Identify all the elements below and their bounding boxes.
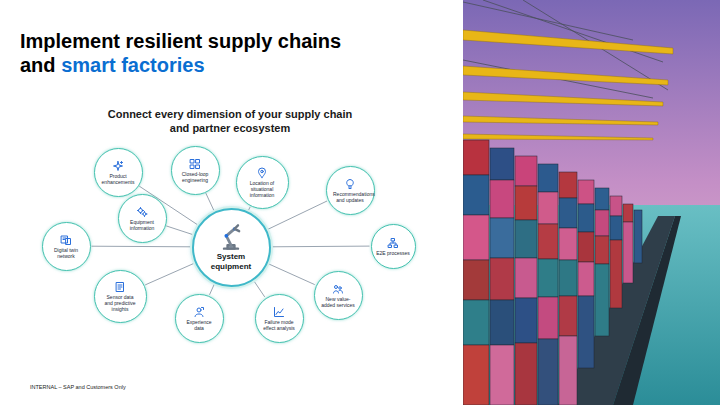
connector-line xyxy=(206,193,214,210)
spoke-circle: Digital twin network xyxy=(42,222,91,271)
hub-label: System equipment xyxy=(204,252,258,271)
node-content: Failure mode effect analysis xyxy=(262,306,296,331)
spoke-label: New value-added services xyxy=(321,296,355,308)
node-icon xyxy=(60,234,72,246)
spoke-label: Experience data xyxy=(182,319,216,331)
spoke-label: Product enhancements xyxy=(101,173,135,185)
spoke-label: Failure mode effect analysis xyxy=(262,319,296,331)
connector-line xyxy=(145,263,194,285)
hub-circle: System equipment xyxy=(192,208,271,287)
spoke-label: Equipment information xyxy=(125,219,159,231)
connector-line xyxy=(268,264,315,285)
spoke-circle: E2E processes xyxy=(371,224,416,269)
node-icon xyxy=(217,223,245,251)
spoke-circle: Experience data xyxy=(175,294,224,343)
node-content: Sensor data and predictive insights xyxy=(103,281,137,312)
spoke-label: E2E processes xyxy=(376,250,410,256)
node-content: E2E processes xyxy=(376,237,410,256)
connector-line xyxy=(166,226,192,235)
connector-line xyxy=(268,201,328,230)
node-content: Digital twin network xyxy=(49,234,83,259)
title-highlight: smart factories xyxy=(61,54,204,76)
node-icon xyxy=(112,160,124,172)
node-icon xyxy=(114,281,126,293)
node-icon xyxy=(189,158,201,170)
spoke-circle: Sensor data and predictive insights xyxy=(94,270,147,323)
node-content: Location of situational information xyxy=(245,167,279,198)
connector-line xyxy=(248,207,250,211)
connector-line xyxy=(254,281,265,297)
spoke-label: Recommendations and updates xyxy=(333,191,367,203)
spoke-circle: Closed-loop engineering xyxy=(171,146,220,195)
spoke-label: Sensor data and predictive insights xyxy=(103,294,137,312)
node-content: System equipment xyxy=(204,223,258,271)
spoke-circle: Failure mode effect analysis xyxy=(255,294,304,343)
node-content: Equipment information xyxy=(125,206,159,231)
diagram-subtitle: Connect every dimension of your supply c… xyxy=(105,107,355,135)
node-icon xyxy=(136,206,148,218)
node-content: Experience data xyxy=(182,306,216,331)
spoke-label: Digital twin network xyxy=(49,247,83,259)
node-icon xyxy=(273,306,285,318)
connector-line xyxy=(92,246,191,248)
node-icon xyxy=(344,178,356,190)
node-icon xyxy=(332,283,344,295)
slide-title: Implement resilient supply chains andsma… xyxy=(20,29,365,77)
node-content: Recommendations and updates xyxy=(333,178,367,203)
spoke-circle: Recommendations and updates xyxy=(326,166,375,215)
node-content: Closed-loop engineering xyxy=(178,158,212,183)
node-content: Product enhancements xyxy=(101,160,135,185)
node-icon xyxy=(193,306,205,318)
spoke-circle: New value-added services xyxy=(314,271,363,320)
spoke-circle: Location of situational information xyxy=(236,156,289,209)
node-icon xyxy=(387,237,399,249)
node-content: New value-added services xyxy=(321,283,355,308)
classification-footer: INTERNAL – SAP and Customers Only xyxy=(30,384,126,391)
container-ship-photo xyxy=(463,0,720,405)
spoke-circle: Product enhancements xyxy=(94,148,143,197)
connector-line xyxy=(210,284,215,295)
node-icon xyxy=(256,167,268,179)
connector-line xyxy=(272,246,370,248)
spoke-label: Closed-loop engineering xyxy=(178,171,212,183)
spoke-circle: Equipment information xyxy=(118,194,167,243)
spoke-label: Location of situational information xyxy=(245,180,279,198)
